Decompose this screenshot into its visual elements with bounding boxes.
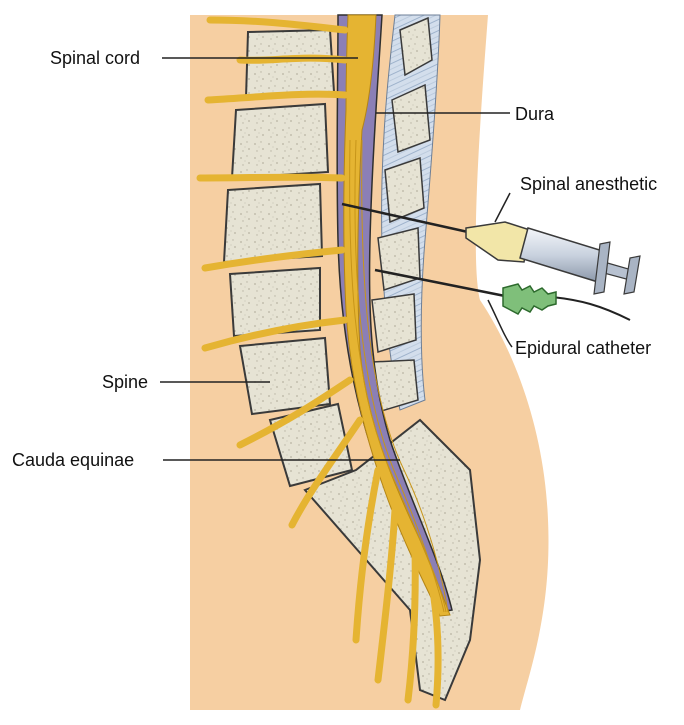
syringe-barrel bbox=[520, 228, 606, 282]
label-spinal-anesthetic: Spinal anesthetic bbox=[520, 174, 657, 194]
catheter-hub bbox=[503, 284, 556, 314]
label-epidural-catheter: Epidural catheter bbox=[515, 338, 651, 358]
label-cauda-equinae: Cauda equinae bbox=[12, 450, 134, 470]
label-dura: Dura bbox=[515, 104, 555, 124]
label-spinal-cord: Spinal cord bbox=[50, 48, 140, 68]
label-spine: Spine bbox=[102, 372, 148, 392]
